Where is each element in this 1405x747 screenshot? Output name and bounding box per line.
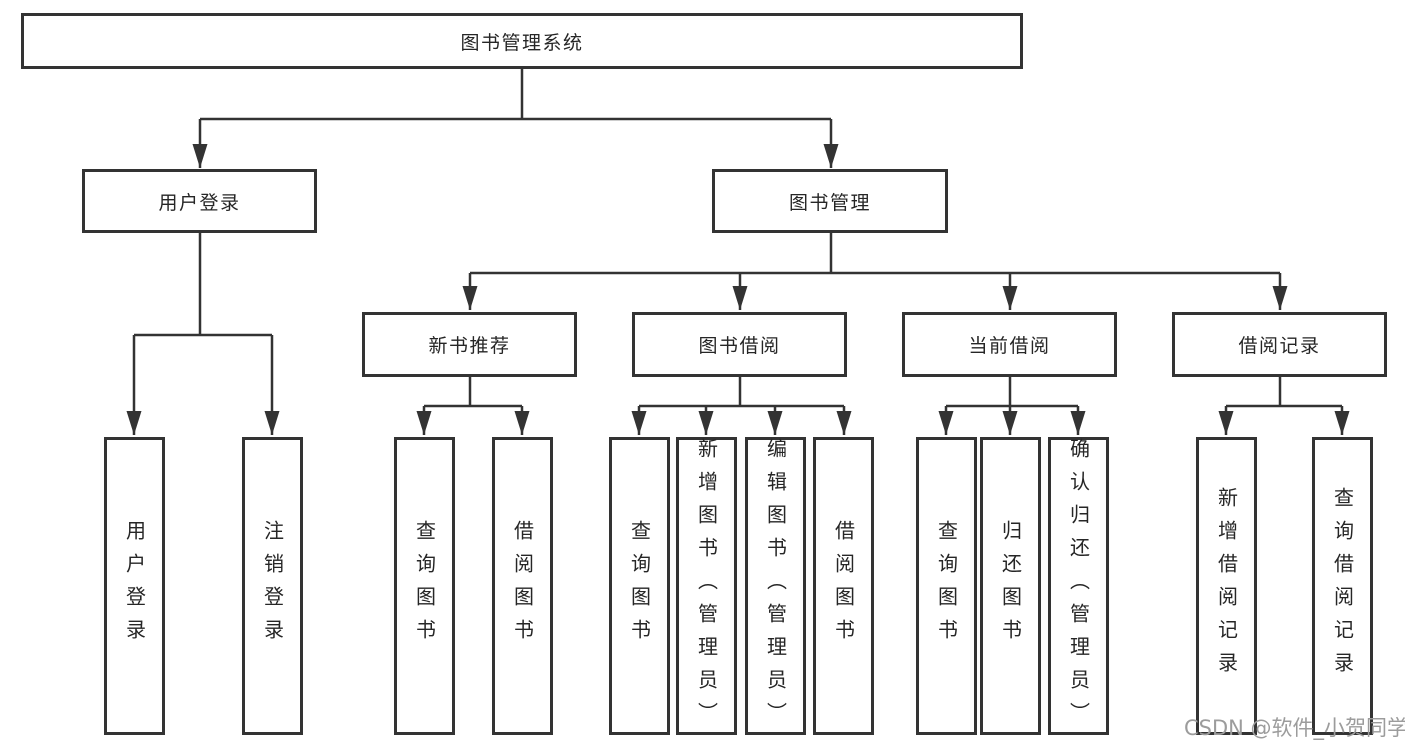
node-user-login: 用户登录 [82, 169, 317, 233]
leaf-logout: 注销登录 [242, 437, 303, 735]
leaf-nb-query-books: 查询图书 [394, 437, 455, 735]
leaf-nb-borrow-books: 借阅图书 [492, 437, 553, 735]
node-new-books-label: 新书推荐 [428, 335, 511, 357]
leaf-cb-return-books-label: 归还图书 [998, 520, 1023, 652]
leaf-br-add-record: 新增借阅记录 [1196, 437, 1257, 735]
leaf-cb-confirm-return-admin: 确认归还（管理员） [1048, 437, 1109, 735]
leaf-nb-query-books-label: 查询图书 [412, 520, 437, 652]
leaf-bb-add-books-admin-label: 新增图书（管理员） [694, 437, 719, 735]
leaf-bb-query-books: 查询图书 [609, 437, 670, 735]
node-book-mgmt-label: 图书管理 [788, 191, 871, 214]
leaf-bb-query-books-label: 查询图书 [627, 520, 652, 652]
leaf-bb-borrow-books: 借阅图书 [813, 437, 874, 735]
node-borrow-records-label: 借阅记录 [1238, 335, 1321, 357]
node-current-borrowing-label: 当前借阅 [968, 335, 1051, 357]
node-borrow-records: 借阅记录 [1172, 312, 1387, 377]
node-new-books: 新书推荐 [362, 312, 577, 377]
leaf-br-query-record: 查询借阅记录 [1312, 437, 1373, 735]
leaf-user-login: 用户登录 [104, 437, 165, 735]
leaf-logout-label: 注销登录 [260, 520, 285, 652]
leaf-bb-borrow-books-label: 借阅图书 [831, 520, 856, 652]
leaf-cb-query-books-label: 查询图书 [934, 520, 959, 652]
node-book-borrowing-label: 图书借阅 [698, 335, 781, 357]
node-book-borrowing: 图书借阅 [632, 312, 847, 377]
leaf-bb-edit-books-admin-label: 编辑图书（管理员） [763, 437, 788, 735]
node-root-label: 图书管理系统 [460, 31, 584, 54]
node-book-mgmt: 图书管理 [712, 169, 948, 233]
leaf-nb-borrow-books-label: 借阅图书 [510, 520, 535, 652]
leaf-bb-add-books-admin: 新增图书（管理员） [676, 437, 737, 735]
leaf-bb-edit-books-admin: 编辑图书（管理员） [745, 437, 806, 735]
leaf-br-add-record-label: 新增借阅记录 [1214, 487, 1239, 685]
node-root: 图书管理系统 [21, 13, 1023, 69]
leaf-cb-return-books: 归还图书 [980, 437, 1041, 735]
leaf-cb-confirm-return-admin-label: 确认归还（管理员） [1066, 437, 1091, 735]
leaf-br-query-record-label: 查询借阅记录 [1330, 487, 1355, 685]
watermark: CSDN @软件_小贺同学 [1184, 716, 1405, 740]
leaf-cb-query-books: 查询图书 [916, 437, 977, 735]
leaf-user-login-label: 用户登录 [122, 520, 147, 652]
node-current-borrowing: 当前借阅 [902, 312, 1117, 377]
node-user-login-label: 用户登录 [158, 191, 241, 214]
